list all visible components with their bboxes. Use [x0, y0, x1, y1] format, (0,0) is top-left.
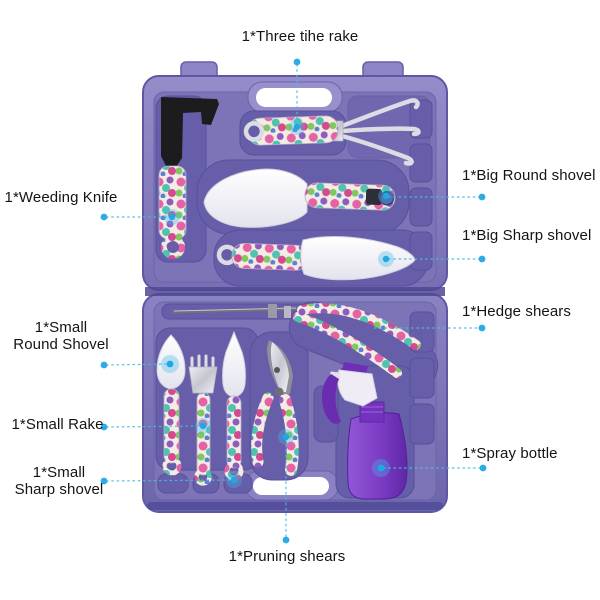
- weeding-knife-handle: [158, 165, 187, 240]
- callout-end-dots: [100, 58, 487, 544]
- case-seam: [145, 287, 445, 296]
- small-rake-handle: [196, 392, 211, 476]
- pruning-shears-handle-right: [279, 394, 299, 476]
- small-round-shovel-ring: [162, 456, 182, 476]
- pruning-shears-handle-left: [251, 392, 274, 468]
- label-three-tine-rake: 1*Three tihe rake: [241, 28, 359, 45]
- label-pruning-shears: 1*Pruning shears: [228, 548, 346, 565]
- pointer-glow-dots: [161, 119, 394, 488]
- spray-bottle-trigger: [321, 374, 341, 424]
- small-rake-head: [188, 366, 218, 394]
- hedge-shears-handle-upper: [297, 303, 421, 350]
- big-sharp-shovel-tool: [216, 236, 416, 281]
- label-hedge-shears: 1*Hedge shears: [462, 303, 571, 320]
- big-sharp-shovel-handle: [231, 243, 309, 271]
- weeding-knife-blade: [161, 97, 219, 167]
- hedge-shears-tool: [171, 303, 421, 378]
- label-weeding-knife: 1*Weeding Knife: [4, 189, 118, 206]
- case-bottom-edge: [147, 502, 443, 510]
- hedge-shears-handle-lower: [293, 312, 402, 378]
- rake-ring: [243, 121, 265, 142]
- spray-bottle-tool: [321, 362, 408, 500]
- label-small-round-shovel: 1*Small Round Shovel: [13, 319, 109, 353]
- pruning-shears-bolt: [274, 387, 284, 397]
- label-small-rake: 1*Small Rake: [11, 416, 104, 433]
- big-round-shovel-grip: [365, 188, 383, 206]
- pruning-shears-blade-inner: [270, 342, 289, 392]
- pruning-shears-tool: [251, 340, 299, 476]
- label-spray-bottle: 1*Spray bottle: [462, 445, 558, 462]
- label-big-sharp-shovel: 1*Big Sharp shovel: [462, 227, 592, 244]
- weeding-knife-tool: [158, 97, 219, 259]
- label-small-sharp-shovel: 1*Small Sharp shovel: [14, 464, 104, 498]
- small-sharp-shovel-tool: [222, 330, 246, 481]
- small-rake-tool: [188, 354, 218, 486]
- label-big-round-shovel: 1*Big Round shovel: [462, 167, 596, 184]
- spray-bottle-body: [347, 412, 408, 500]
- small-rake-ring: [194, 468, 212, 486]
- big-round-shovel-tool: [203, 168, 396, 228]
- weeding-knife-ring: [161, 235, 185, 259]
- rake-tines: [339, 98, 421, 166]
- three-tine-rake-tool: [243, 98, 421, 166]
- top-handle-cutout: [247, 81, 343, 113]
- big-sharp-shovel-blade: [300, 236, 416, 281]
- small-sharp-shovel-handle: [226, 395, 242, 469]
